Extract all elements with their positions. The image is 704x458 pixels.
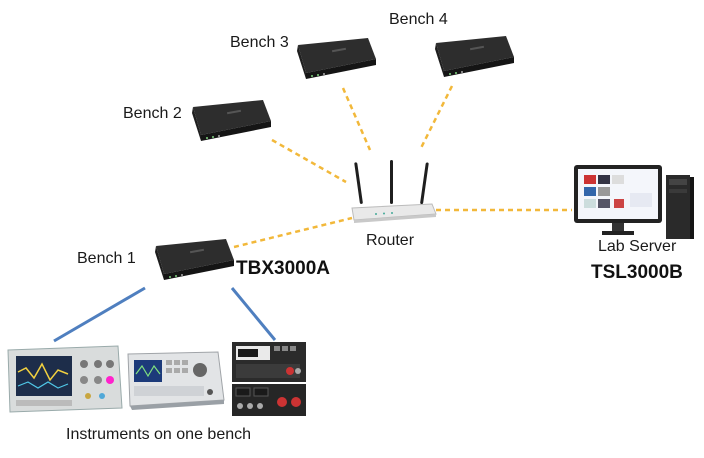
- power-supply-icon: [232, 384, 306, 416]
- instruments-caption: Instruments on one bench: [66, 426, 252, 443]
- server-model-label: TSL3000B: [591, 262, 683, 283]
- link-bench1-instruments: [230, 287, 277, 341]
- function-generator-icon: [127, 351, 225, 410]
- link-bench4-router: [418, 85, 454, 151]
- lab-server-icon: [574, 165, 694, 239]
- tbx-model-label: TBX3000A: [236, 258, 330, 279]
- tbx-box-icon: [297, 38, 376, 79]
- link-bench1-oscilloscope: [53, 286, 146, 343]
- link-bench1-router: [233, 216, 353, 249]
- tbx-box-icon: [155, 239, 234, 280]
- tbx-box-icon: [435, 36, 514, 77]
- link-bench3-router: [341, 87, 372, 151]
- bench-1-label: Bench 1: [77, 250, 136, 267]
- multimeter-icon: [232, 342, 306, 382]
- bench-3-label: Bench 3: [230, 34, 289, 51]
- link-bench2-router: [271, 138, 347, 184]
- oscilloscope-icon: [7, 345, 123, 413]
- server-label: Lab Server: [598, 238, 677, 255]
- router-label: Router: [366, 232, 415, 249]
- router-icon: [351, 160, 437, 223]
- bench-4-label: Bench 4: [389, 11, 448, 28]
- bench-2-label: Bench 2: [123, 105, 182, 122]
- tbx-box-icon: [192, 100, 271, 141]
